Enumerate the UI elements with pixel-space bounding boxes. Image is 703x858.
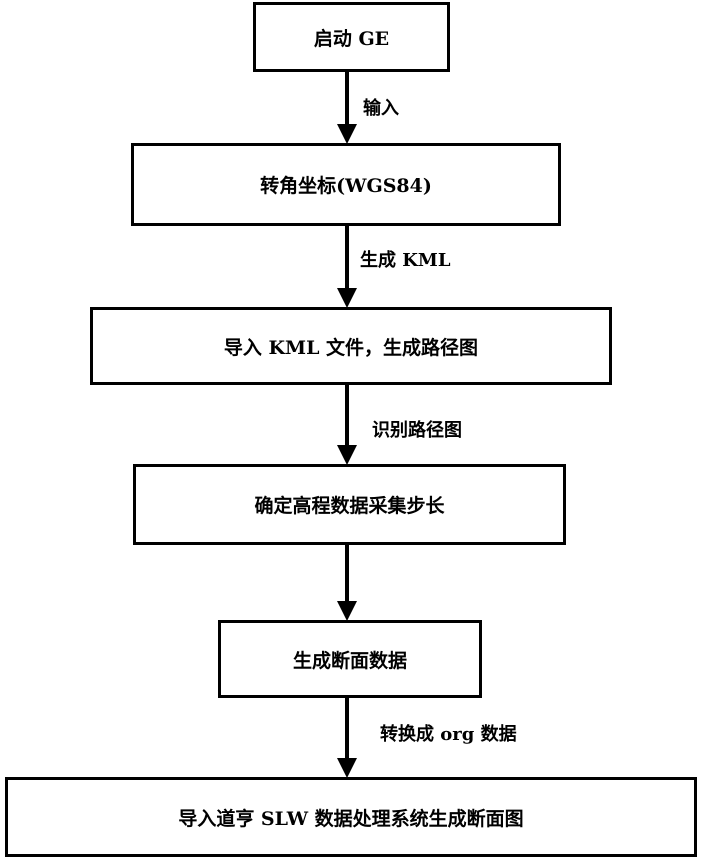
step-label: 确定高程数据采集步长 [254,495,445,517]
edge-label-generate-kml: 生成 KML [360,250,451,271]
step-label: 启动 GE [313,27,390,50]
step-label: 导入道亨 SLW 数据处理系统生成断面图 [178,807,524,830]
arrow-4 [337,544,357,621]
arrow-5 [337,697,357,778]
step-convert-coordinates: 转角坐标(WGS84) [131,143,561,226]
step-start-ge: 启动 GE [253,2,450,72]
step-elevation-step: 确定高程数据采集步长 [133,464,566,545]
edge-label-input: 输入 [363,98,399,119]
arrow-3 [337,384,357,465]
step-section-data: 生成断面数据 [218,620,482,698]
step-import-kml: 导入 KML 文件，生成路径图 [90,307,612,385]
step-label: 转角坐标(WGS84) [260,175,432,197]
step-label: 导入 KML 文件，生成路径图 [223,336,479,359]
step-slw-section-drawing: 导入道亨 SLW 数据处理系统生成断面图 [5,777,697,857]
step-label: 生成断面数据 [292,649,407,672]
edge-label-identify-path: 识别路径图 [372,420,462,441]
arrow-1 [337,71,357,144]
arrow-2 [337,225,357,308]
edge-label-convert-org: 转换成 org 数据 [380,724,517,745]
